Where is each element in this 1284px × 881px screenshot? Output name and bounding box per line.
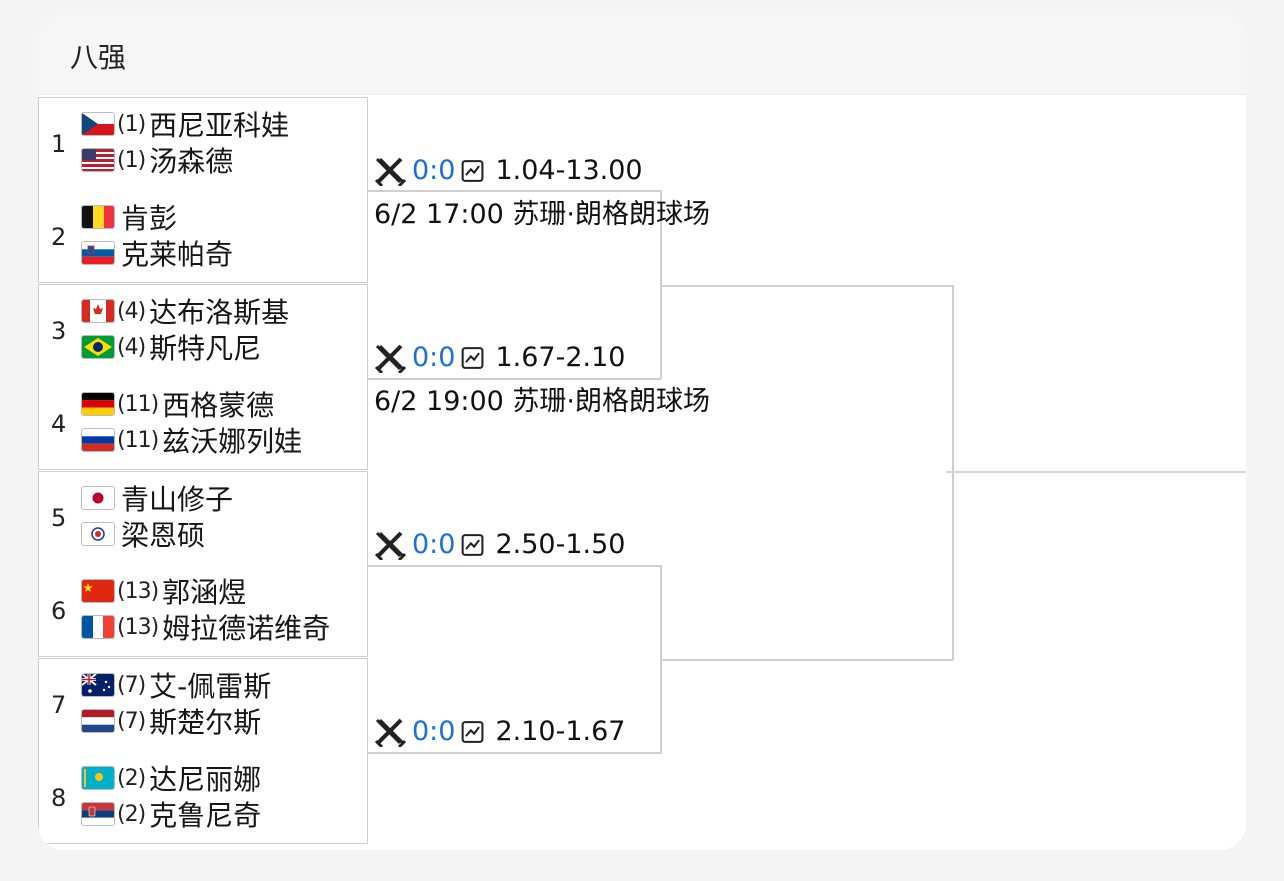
- player-row[interactable]: (4) 达布洛斯基: [81, 293, 289, 329]
- flag-japan-icon: [81, 486, 115, 510]
- player-row[interactable]: (4) 斯特凡尼: [81, 329, 261, 365]
- player-row[interactable]: (2) 达尼丽娜: [81, 760, 261, 796]
- flag-brazil-icon: [81, 335, 115, 359]
- player-name: 斯特凡尼: [149, 332, 262, 365]
- player-row[interactable]: (7) 斯楚尔斯: [81, 703, 261, 739]
- seed: (2): [117, 765, 146, 791]
- crossed-swords-icon: [374, 344, 407, 373]
- trend-chart-icon: [462, 159, 484, 182]
- trend-chart-icon: [462, 346, 484, 369]
- player-name: 达尼丽娜: [149, 763, 262, 796]
- round-title: 八强: [70, 41, 127, 74]
- flag-germany-icon: [81, 392, 115, 416]
- match-info[interactable]: 0:0 2.10-1.67: [374, 716, 625, 747]
- player-row[interactable]: (2) 克鲁尼奇: [81, 796, 261, 832]
- crossed-swords-icon: [374, 157, 407, 186]
- bracket-header: 八强: [38, 14, 1246, 95]
- flag-china-icon: [81, 579, 115, 603]
- flag-france-icon: [81, 615, 115, 639]
- flag-chinese-taipei-icon: [81, 522, 115, 546]
- flag-kazakhstan-icon: [81, 766, 115, 790]
- match-info[interactable]: 0:0 1.67-2.10: [374, 342, 625, 373]
- flag-netherlands-icon: [81, 709, 115, 733]
- player-name: 斯楚尔斯: [149, 706, 262, 739]
- flag-canada-icon: [81, 299, 115, 323]
- match-score: 0:0: [412, 529, 456, 560]
- seed: (4): [117, 334, 146, 360]
- flag-serbia-icon: [81, 802, 115, 826]
- player-row[interactable]: (13) 郭涵煜: [81, 573, 246, 609]
- match-slot-4[interactable]: 7 (7) 艾-佩雷斯 (7) 斯楚尔斯 8 (2) 达尼丽娜 (2) 克鲁尼奇: [38, 658, 368, 844]
- player-name: 西格蒙德: [162, 389, 275, 422]
- match-slot-3[interactable]: 5 青山修子 梁恩硕 6 (13) 郭涵煜 (13) 姆拉德诺维奇: [38, 471, 368, 657]
- seed: (2): [117, 801, 146, 827]
- player-row[interactable]: (13) 姆拉德诺维奇: [81, 609, 330, 645]
- flag-australia-icon: [81, 673, 115, 697]
- match-info[interactable]: 0:0 1.04-13.00: [374, 155, 643, 186]
- seed: (7): [117, 708, 146, 734]
- flag-czech-icon: [81, 112, 115, 136]
- match-score: 0:0: [412, 155, 456, 186]
- match-number: 3: [51, 317, 67, 345]
- player-name: 郭涵煜: [162, 576, 247, 609]
- match-schedule: 6/2 17:00 苏珊·朗格朗球场: [374, 199, 711, 230]
- player-name: 肯彭: [121, 202, 178, 235]
- player-row[interactable]: 肯彭: [81, 199, 177, 235]
- player-name: 艾-佩雷斯: [149, 670, 272, 703]
- seed: (11): [117, 427, 159, 453]
- crossed-swords-icon: [374, 718, 407, 747]
- match-odds: 2.10-1.67: [495, 716, 626, 747]
- trend-chart-icon: [462, 533, 484, 556]
- player-name: 西尼亚科娃: [149, 109, 290, 142]
- player-name: 克莱帕奇: [121, 238, 234, 271]
- match-number: 1: [51, 130, 67, 158]
- crossed-swords-icon: [374, 531, 407, 560]
- match-score: 0:0: [412, 342, 456, 373]
- match-score: 0:0: [412, 716, 456, 747]
- flag-slovenia-icon: [81, 241, 115, 265]
- match-number: 4: [51, 410, 67, 438]
- seed: (1): [117, 147, 146, 173]
- player-name: 达布洛斯基: [149, 296, 290, 329]
- match-slot-1[interactable]: 1 (1) 西尼亚科娃 (1) 汤森德 2 肯彭 克莱帕奇: [38, 97, 368, 283]
- seed: (4): [117, 298, 146, 324]
- match-info[interactable]: 0:0 2.50-1.50: [374, 529, 625, 560]
- player-row[interactable]: 克莱帕奇: [81, 235, 233, 271]
- flag-usa-icon: [81, 148, 115, 172]
- player-name: 梁恩硕: [121, 519, 206, 552]
- match-number: 7: [51, 691, 67, 719]
- seed: (13): [117, 578, 159, 604]
- player-row[interactable]: (1) 汤森德: [81, 142, 233, 178]
- player-name: 汤森德: [149, 145, 234, 178]
- match-slot-2[interactable]: 3 (4) 达布洛斯基 (4) 斯特凡尼 4 (11) 西格蒙德 (11) 兹沃…: [38, 284, 368, 470]
- seed: (7): [117, 672, 146, 698]
- match-odds: 1.04-13.00: [495, 155, 643, 186]
- match-number: 6: [51, 597, 67, 625]
- seed: (1): [117, 111, 146, 137]
- player-row[interactable]: (11) 西格蒙德: [81, 386, 274, 422]
- match-odds: 1.67-2.10: [495, 342, 626, 373]
- bracket-card: 八强 1 (1) 西尼亚科娃 (1) 汤森德 2 肯彭 克莱帕奇 3: [38, 14, 1246, 850]
- flag-belgium-icon: [81, 205, 115, 229]
- seed: (11): [117, 391, 159, 417]
- match-number: 2: [51, 223, 67, 251]
- player-name: 兹沃娜列娃: [162, 425, 303, 458]
- player-row[interactable]: 青山修子: [81, 480, 233, 516]
- player-name: 姆拉德诺维奇: [162, 612, 331, 645]
- match-odds: 2.50-1.50: [495, 529, 626, 560]
- match-schedule: 6/2 19:00 苏珊·朗格朗球场: [374, 386, 711, 417]
- player-row[interactable]: 梁恩硕: [81, 516, 205, 552]
- match-number: 8: [51, 784, 67, 812]
- trend-chart-icon: [462, 720, 484, 743]
- seed: (13): [117, 614, 159, 640]
- match-number: 5: [51, 504, 67, 532]
- player-name: 青山修子: [121, 483, 234, 516]
- player-row[interactable]: (1) 西尼亚科娃: [81, 106, 289, 142]
- player-row[interactable]: (11) 兹沃娜列娃: [81, 422, 302, 458]
- flag-russia-icon: [81, 428, 115, 452]
- player-row[interactable]: (7) 艾-佩雷斯: [81, 667, 271, 703]
- player-name: 克鲁尼奇: [149, 799, 262, 832]
